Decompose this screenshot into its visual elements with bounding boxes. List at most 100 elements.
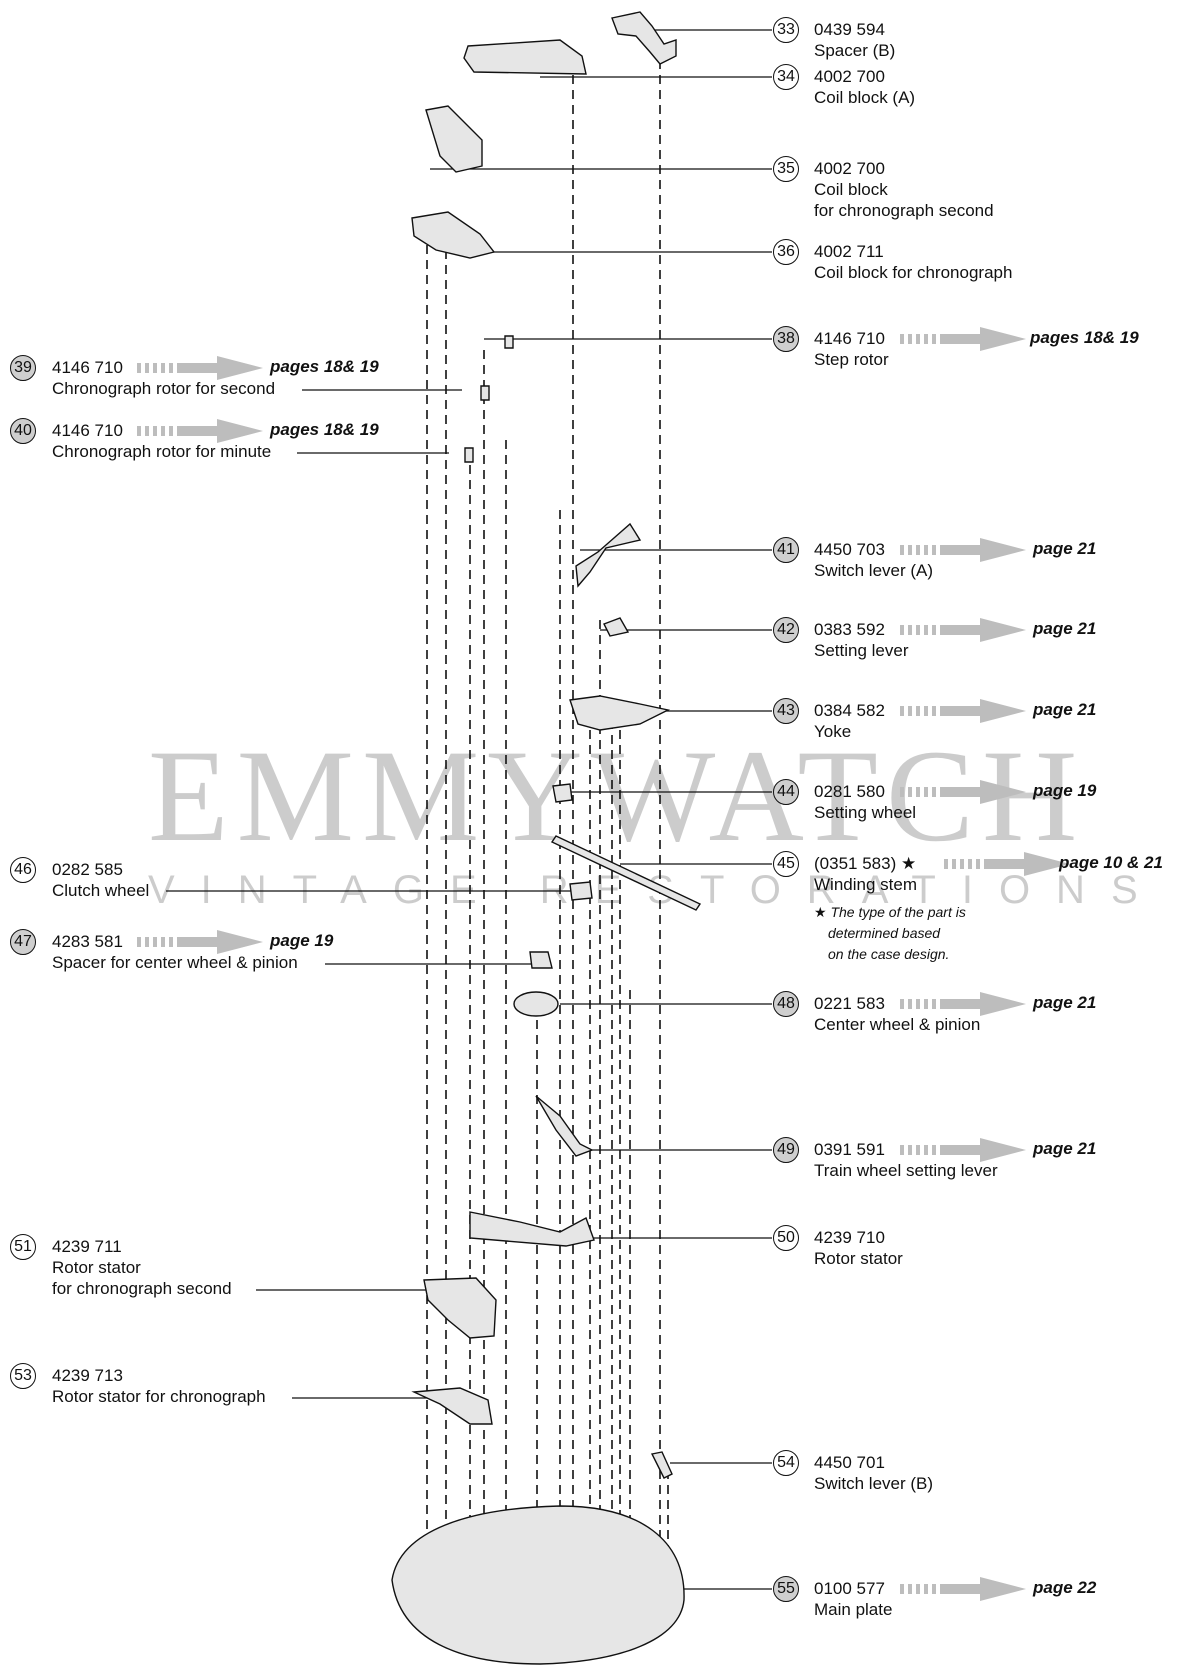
page-ref-arrow-48 [900, 992, 1026, 1016]
part-code: 0383 592 [814, 620, 885, 639]
part-name: Train wheel setting lever [814, 1161, 998, 1180]
callout-54: 54 [773, 1450, 799, 1476]
page-ref-38: pages 18& 19 [1030, 328, 1139, 347]
part-code: 0281 580 [814, 782, 885, 801]
rotor-stator-part [469, 1211, 595, 1247]
page-ref-47: page 19 [270, 931, 334, 950]
part-code: 0221 583 [814, 994, 885, 1013]
part-code: 4146 710 [52, 358, 123, 377]
page-ref-arrow-38 [900, 327, 1026, 351]
part-code: 4002 700 [814, 159, 885, 178]
chrono-rotor-minute-part [464, 447, 474, 463]
callout-43: 43 [773, 698, 799, 724]
part-name: Rotor stator for chronograph [52, 1387, 266, 1406]
callout-33: 33 [773, 17, 799, 43]
parts-illustrations [391, 11, 702, 1665]
callout-50: 50 [773, 1225, 799, 1251]
coil-block-chrono-part [411, 211, 496, 259]
page-ref-arrow-44 [900, 780, 1026, 804]
page-ref-49: page 21 [1033, 1139, 1097, 1158]
callout-51: 51 [10, 1234, 36, 1260]
page-ref-41: page 21 [1033, 539, 1097, 558]
callout-53: 53 [10, 1363, 36, 1389]
spacer-b-part [611, 11, 677, 65]
clutch-wheel-part [569, 881, 593, 901]
train-lever-part [535, 1095, 594, 1157]
part-name: Setting wheel [814, 803, 917, 822]
part-code: 4146 710 [814, 329, 885, 348]
callout-34: 34 [773, 64, 799, 90]
part-name: Switch lever (A) [814, 561, 934, 580]
setting-wheel-part [552, 783, 573, 803]
page-ref-arrow-41 [900, 538, 1026, 562]
callout-40: 40 [10, 418, 36, 444]
part-code: 4002 700 [814, 67, 885, 86]
page-ref-arrow-43 [900, 699, 1026, 723]
part-name: Chronograph rotor for second [52, 379, 276, 398]
main-plate-part [391, 1505, 685, 1665]
callout-41: 41 [773, 537, 799, 563]
chrono-rotor-second-part [480, 385, 490, 401]
part-code: 4283 581 [52, 932, 123, 951]
page-ref-43: page 21 [1033, 700, 1097, 719]
part-name: Step rotor [814, 350, 889, 369]
part-code: 0439 594 [814, 20, 885, 39]
switch-lever-b-part [650, 1451, 673, 1479]
part-name: Coil block [814, 180, 888, 199]
page-ref-48: page 21 [1033, 993, 1097, 1012]
callout-46: 46 [10, 857, 36, 883]
coil-block-a-part [463, 39, 587, 75]
page-ref-arrow-42 [900, 618, 1026, 642]
page-ref-arrow-39 [137, 356, 263, 380]
yoke-part [569, 695, 671, 731]
page-ref-42: page 21 [1033, 619, 1097, 638]
callout-36: 36 [773, 239, 799, 265]
center-wheel-part [513, 991, 559, 1017]
page-ref-arrow-55 [900, 1577, 1026, 1601]
callout-45: 45 [773, 851, 799, 877]
part-name: Spacer (B) [814, 41, 896, 60]
callout-48: 48 [773, 991, 799, 1017]
part-name: for chronograph second [52, 1279, 232, 1298]
page-ref-44: page 19 [1033, 781, 1097, 800]
part-name: Center wheel & pinion [814, 1015, 981, 1034]
part-name: Winding stem [814, 875, 917, 894]
part-code: 4239 713 [52, 1366, 123, 1385]
setting-lever-part [603, 617, 630, 637]
winding-stem-part [550, 835, 702, 911]
callout-39: 39 [10, 355, 36, 381]
callout-42: 42 [773, 617, 799, 643]
part-label-45: (0351 583) ★ Winding stem [814, 853, 917, 895]
callout-38: 38 [773, 326, 799, 352]
part-code: 0391 591 [814, 1140, 885, 1159]
page-ref-arrow-49 [900, 1138, 1026, 1162]
part-name: for chronograph second [814, 201, 994, 220]
callout-47: 47 [10, 929, 36, 955]
part-code: 4146 710 [52, 421, 123, 440]
callout-49: 49 [773, 1137, 799, 1163]
rotor-stator-second-part [423, 1277, 497, 1339]
part-code: (0351 583) ★ [814, 854, 917, 873]
rotor-stator-chrono-part [411, 1387, 493, 1425]
note-line: determined based [828, 925, 941, 941]
page-ref-55: page 22 [1033, 1578, 1097, 1597]
